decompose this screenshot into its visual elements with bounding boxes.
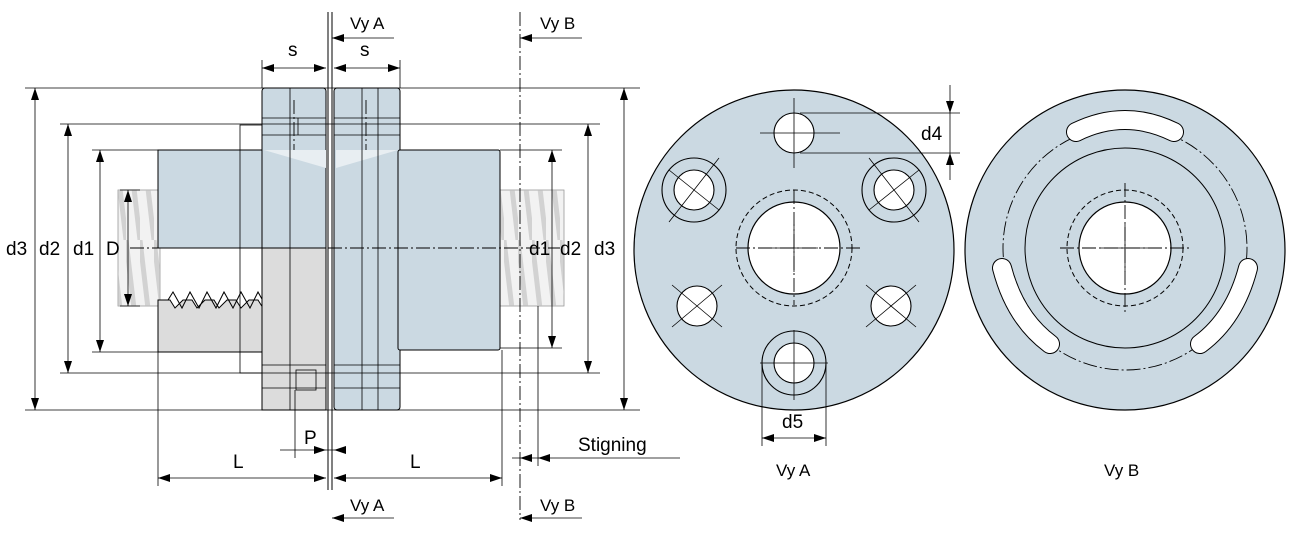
view-b (964, 89, 1286, 411)
label-D: D (106, 239, 120, 260)
flange-left-chamfer (264, 150, 326, 168)
label-L-right: L (410, 452, 421, 473)
caption-vy-a: Vy A (776, 461, 811, 480)
label-d1-right: d1 (529, 239, 550, 260)
label-d1-left: d1 (73, 239, 94, 260)
label-vy-a-bottom: Vy A (350, 496, 385, 515)
inner-ring-b (1024, 147, 1226, 349)
flange-right-chamfer (336, 150, 398, 168)
nut-body-upper-left (157, 149, 267, 249)
side-view (25, 12, 680, 522)
caption-vy-b: Vy B (1104, 461, 1139, 480)
label-s-right: s (360, 40, 370, 61)
label-d4: d4 (921, 124, 943, 145)
label-P: P (304, 428, 317, 449)
flange-right (333, 87, 401, 411)
label-d2-left: d2 (39, 239, 60, 260)
label-L-left: L (233, 452, 244, 473)
view-a (633, 85, 960, 446)
label-d5: d5 (782, 412, 803, 433)
label-vy-b-bottom: Vy B (540, 496, 575, 515)
label-stigning: Stigning (578, 435, 647, 456)
label-s-left: s (288, 40, 298, 61)
label-vy-b-top: Vy B (540, 14, 575, 33)
label-d3-left: d3 (6, 239, 27, 260)
label-vy-a-top: Vy A (350, 14, 385, 33)
label-d3-right: d3 (594, 239, 615, 260)
nut-body-right (397, 149, 501, 351)
label-d2-right: d2 (560, 239, 581, 260)
